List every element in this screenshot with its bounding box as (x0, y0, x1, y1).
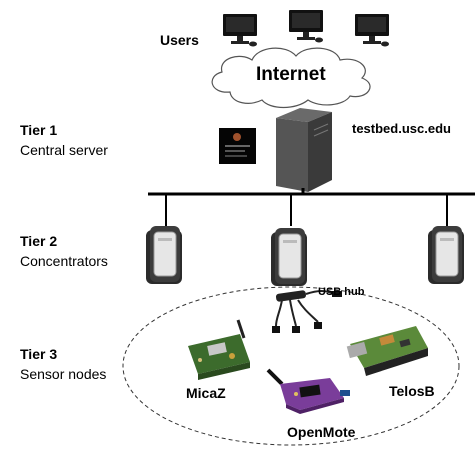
tier2-title: Tier 2 (20, 233, 58, 249)
openmote-node-icon (266, 368, 350, 414)
tier2-subtitle: Concentrators (20, 253, 108, 269)
tier3-title: Tier 3 (20, 346, 58, 362)
user-computer-icon (223, 14, 257, 47)
usb-hub-label: USB hub (318, 286, 365, 298)
usb-hub-icon (272, 290, 342, 333)
tier1-subtitle: Central server (20, 142, 108, 158)
user-computer-icon (355, 14, 389, 47)
micaz-label: MicaZ (186, 385, 226, 401)
sensor-nodes-boundary (122, 286, 460, 446)
tier3-subtitle: Sensor nodes (20, 366, 107, 382)
central-server-icon (276, 108, 332, 192)
internet-cloud-icon (211, 47, 371, 109)
concentrator-icon (146, 226, 182, 284)
user-computer-icon (289, 10, 323, 43)
telosb-node-icon (346, 326, 428, 376)
server-hostname-label: testbed.usc.edu (352, 121, 451, 136)
openmote-label: OpenMote (287, 424, 356, 440)
users-label: Users (160, 32, 199, 48)
testbed-web-screenshot (219, 128, 256, 164)
telosb-label: TelosB (389, 383, 435, 399)
concentrator-icon (271, 228, 307, 286)
concentrator-icon (428, 226, 464, 284)
micaz-node-icon (188, 319, 250, 380)
internet-label: Internet (256, 64, 326, 85)
tier1-title: Tier 1 (20, 122, 58, 138)
